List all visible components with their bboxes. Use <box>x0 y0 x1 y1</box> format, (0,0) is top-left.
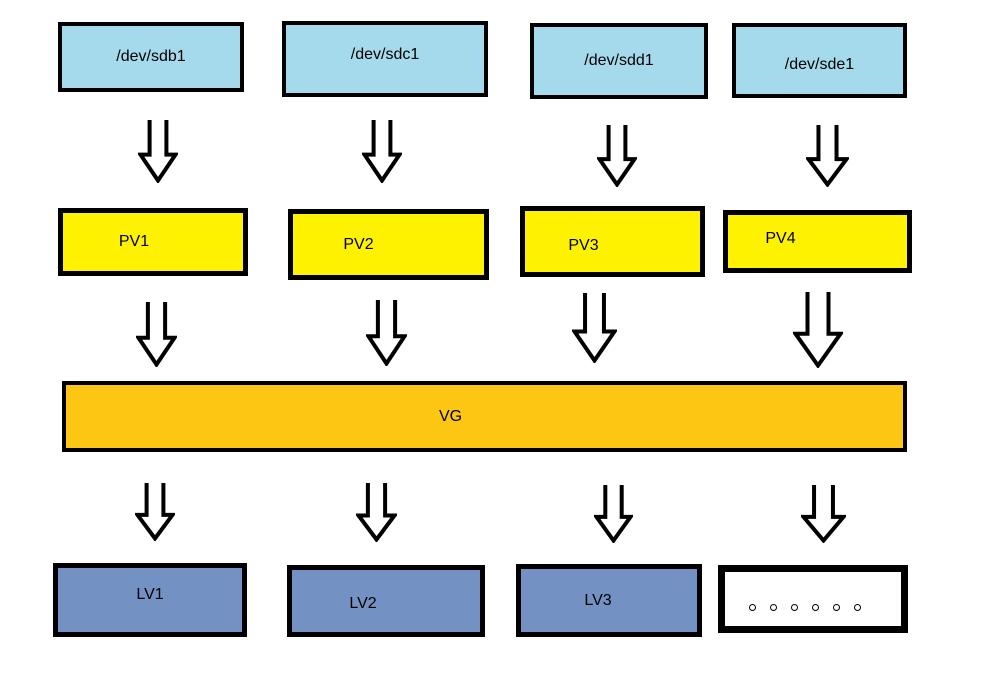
lv-label: LV3 <box>584 591 612 609</box>
disk-box-sdd1: /dev/sdd1 <box>530 23 708 99</box>
pv-label: PV1 <box>118 233 150 250</box>
down-arrow-icon <box>801 485 846 543</box>
down-arrow-icon <box>572 293 617 363</box>
pv-box-1: PV1 <box>58 208 248 276</box>
lv-label: LV1 <box>136 586 164 603</box>
down-arrow-icon <box>136 302 177 367</box>
ellipsis-dot <box>791 603 798 611</box>
down-arrow-icon <box>793 292 843 368</box>
disk-box-sdc1: /dev/sdc1 <box>282 21 488 97</box>
ellipsis-dot <box>854 603 861 611</box>
pv-label: PV2 <box>343 235 374 253</box>
down-arrow-icon <box>597 125 637 187</box>
pv-box-4: PV4 <box>723 210 912 273</box>
pv-box-2: PV2 <box>288 209 489 280</box>
disk-label: /dev/sde1 <box>784 55 855 73</box>
lv-box-2: LV2 <box>287 565 485 637</box>
vg-label: VG <box>438 407 463 425</box>
down-arrow-icon <box>135 483 175 541</box>
down-arrow-icon <box>806 125 849 187</box>
pv-label: PV3 <box>568 236 599 254</box>
down-arrow-icon <box>356 483 397 542</box>
disk-box-sde1: /dev/sde1 <box>732 23 907 98</box>
more-lvs-box <box>718 565 908 633</box>
disk-box-sdb1: /dev/sdb1 <box>58 22 244 92</box>
disk-label: /dev/sdb1 <box>116 48 186 65</box>
more-lvs-dots <box>749 603 861 611</box>
down-arrow-icon <box>138 120 178 183</box>
lv-label: LV2 <box>349 595 377 612</box>
ellipsis-dot <box>812 603 819 611</box>
ellipsis-dot <box>770 603 777 611</box>
down-arrow-icon <box>594 485 633 543</box>
lv-box-3: LV3 <box>516 564 702 637</box>
ellipsis-dot <box>833 603 840 611</box>
down-arrow-icon <box>366 300 407 366</box>
down-arrow-icon <box>362 120 402 183</box>
pv-box-3: PV3 <box>520 206 705 277</box>
vg-box: VG <box>62 381 907 452</box>
disk-label: /dev/sdc1 <box>350 46 420 63</box>
lv-box-1: LV1 <box>53 563 247 637</box>
disk-label: /dev/sdd1 <box>584 52 654 69</box>
pv-label: PV4 <box>765 229 796 247</box>
ellipsis-dot <box>749 603 756 611</box>
